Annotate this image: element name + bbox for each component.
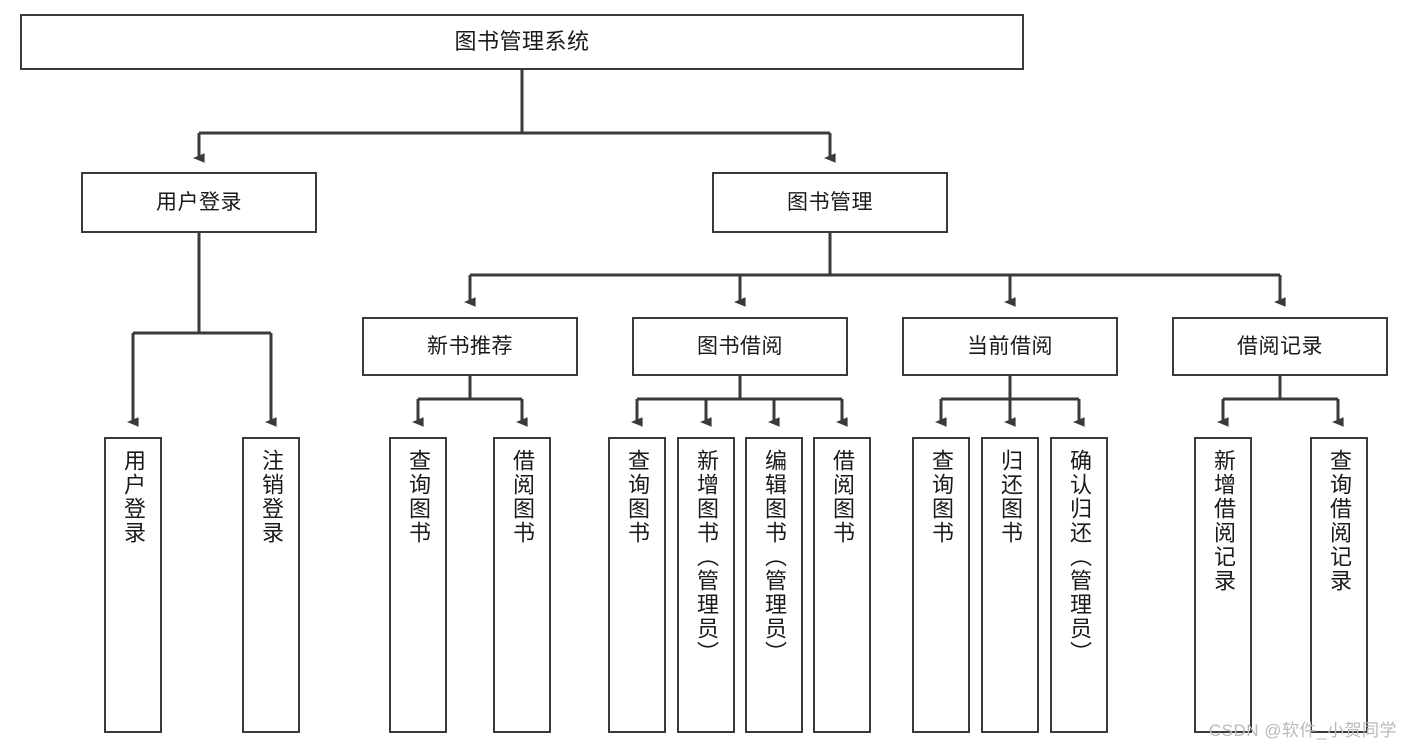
node-label: 编辑图书（管理员） bbox=[761, 449, 787, 665]
node-label: 新增图书（管理员） bbox=[693, 449, 719, 665]
node-label: 借阅图书 bbox=[829, 449, 855, 545]
leaf-user-logout[interactable]: 注销登录 bbox=[242, 437, 300, 733]
leaf-user-login[interactable]: 用户登录 bbox=[104, 437, 162, 733]
node-book-borrow[interactable]: 图书借阅 bbox=[632, 317, 848, 376]
csdn-watermark: CSDN @软件_小贺同学 bbox=[1208, 721, 1397, 740]
node-label: 查询图书 bbox=[928, 449, 954, 545]
node-label: 图书借阅 bbox=[697, 334, 783, 358]
node-label: 确认归还（管理员） bbox=[1066, 449, 1092, 665]
node-label: 查询图书 bbox=[405, 449, 431, 545]
node-label: 归还图书 bbox=[997, 449, 1023, 545]
node-root-system[interactable]: 图书管理系统 bbox=[20, 14, 1024, 70]
leaf-query-book-recommend[interactable]: 查询图书 bbox=[389, 437, 447, 733]
leaf-return-book[interactable]: 归还图书 bbox=[981, 437, 1039, 733]
node-label: 新增借阅记录 bbox=[1210, 449, 1236, 593]
leaf-query-borrow-record[interactable]: 查询借阅记录 bbox=[1310, 437, 1368, 733]
node-label: 查询借阅记录 bbox=[1326, 449, 1352, 593]
node-label: 注销登录 bbox=[258, 449, 284, 545]
node-label: 图书管理系统 bbox=[454, 28, 590, 54]
node-label: 借阅图书 bbox=[509, 449, 535, 545]
node-label: 查询图书 bbox=[624, 449, 650, 545]
leaf-query-book-current[interactable]: 查询图书 bbox=[912, 437, 970, 733]
node-label: 新书推荐 bbox=[427, 334, 513, 358]
node-label: 用户登录 bbox=[156, 190, 242, 214]
node-user-login[interactable]: 用户登录 bbox=[81, 172, 317, 233]
node-borrow-record[interactable]: 借阅记录 bbox=[1172, 317, 1388, 376]
node-label: 当前借阅 bbox=[967, 334, 1053, 358]
node-label: 借阅记录 bbox=[1237, 334, 1323, 358]
leaf-edit-book[interactable]: 编辑图书（管理员） bbox=[745, 437, 803, 733]
node-book-manage[interactable]: 图书管理 bbox=[712, 172, 948, 233]
leaf-add-borrow-record[interactable]: 新增借阅记录 bbox=[1194, 437, 1252, 733]
leaf-borrow-book-recommend[interactable]: 借阅图书 bbox=[493, 437, 551, 733]
leaf-borrow-book[interactable]: 借阅图书 bbox=[813, 437, 871, 733]
leaf-add-book[interactable]: 新增图书（管理员） bbox=[677, 437, 735, 733]
leaf-confirm-return[interactable]: 确认归还（管理员） bbox=[1050, 437, 1108, 733]
node-new-book-recommend[interactable]: 新书推荐 bbox=[362, 317, 578, 376]
node-label: 图书管理 bbox=[787, 190, 873, 214]
leaf-query-book-borrow[interactable]: 查询图书 bbox=[608, 437, 666, 733]
node-current-borrow[interactable]: 当前借阅 bbox=[902, 317, 1118, 376]
node-label: 用户登录 bbox=[120, 449, 146, 545]
